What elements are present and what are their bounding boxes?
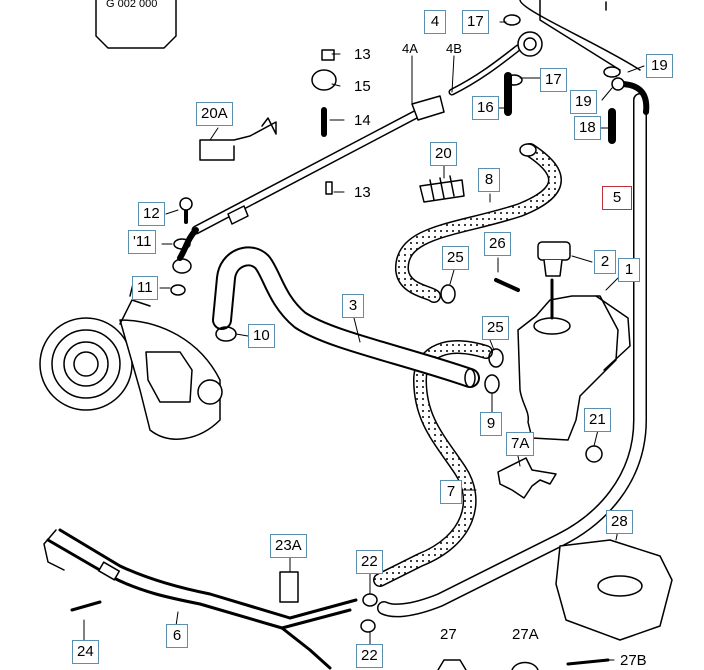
callout-11[interactable]: 11	[132, 276, 158, 300]
bracket-7a	[497, 457, 557, 499]
callout-12[interactable]: 12	[138, 202, 165, 226]
callout-25-upper[interactable]: 25	[442, 246, 469, 270]
label-27: 27	[440, 626, 457, 643]
bracket-20a	[199, 117, 277, 161]
suction-hose-3	[212, 246, 480, 388]
callout-6[interactable]: 6	[166, 624, 188, 648]
cooler-pipe-6	[43, 528, 358, 670]
callout-19-top[interactable]: 19	[646, 54, 673, 78]
callout-21[interactable]: 21	[584, 408, 611, 432]
callout-20[interactable]: 20	[430, 142, 457, 166]
callout-19-mid[interactable]: 19	[570, 90, 597, 114]
part-27-shape	[437, 659, 467, 670]
hardware-13-15	[311, 49, 337, 195]
label-27a: 27A	[512, 626, 539, 643]
callout-24[interactable]: 24	[72, 640, 99, 664]
label-14: 14	[354, 112, 371, 129]
clip-20	[419, 175, 465, 203]
callout-9[interactable]: 9	[480, 412, 502, 436]
callout-23a[interactable]: 23A	[270, 534, 307, 558]
bolt-26	[494, 278, 520, 292]
callout-22-lower[interactable]: 22	[356, 644, 383, 668]
return-line-5	[377, 77, 650, 618]
clamp-9	[484, 374, 500, 394]
callout-4[interactable]: 4	[424, 10, 446, 34]
label-13-top: 13	[354, 46, 371, 63]
label-13-bottom: 13	[354, 184, 371, 201]
label-4b: 4B	[446, 41, 462, 56]
callout-26[interactable]: 26	[484, 232, 511, 256]
callout-2[interactable]: 2	[594, 250, 616, 274]
callout-10[interactable]: 10	[248, 324, 275, 348]
reference-box	[95, 0, 177, 49]
bolt-24	[70, 600, 102, 612]
callout-22-upper[interactable]: 22	[356, 550, 383, 574]
callout-11-alt[interactable]: '11	[128, 230, 157, 254]
callout-17-mid[interactable]: 17	[540, 68, 567, 92]
callout-5[interactable]: 5	[602, 186, 632, 210]
hose-8	[395, 143, 562, 303]
cover-28	[555, 539, 673, 641]
clamp-22-upper	[362, 593, 378, 607]
fittings-top-right	[503, 14, 621, 144]
fittings-11-12	[170, 197, 193, 296]
callout-25-lower[interactable]: 25	[482, 316, 509, 340]
connector-23a	[279, 571, 299, 603]
clamp-25-upper	[440, 284, 456, 304]
part-27a-shape	[511, 661, 539, 670]
label-15: 15	[354, 78, 371, 95]
callout-3[interactable]: 3	[342, 294, 364, 318]
part-27b-shape	[566, 658, 610, 666]
callout-8[interactable]: 8	[478, 168, 500, 192]
callout-7[interactable]: 7	[440, 480, 462, 504]
diagram-reference-code: G 002 000	[106, 0, 158, 10]
clamp-22-lower	[360, 619, 376, 633]
reservoir-1	[517, 241, 631, 463]
label-27b: 27B	[620, 652, 647, 669]
pressure-line-4	[177, 31, 543, 261]
callout-17-top[interactable]: 17	[462, 10, 489, 34]
callout-1[interactable]: 1	[618, 258, 640, 282]
power-steering-pump	[39, 279, 223, 440]
callout-20a[interactable]: 20A	[196, 102, 233, 126]
callout-16[interactable]: 16	[472, 96, 499, 120]
clamp-25-lower	[488, 348, 504, 368]
callout-18[interactable]: 18	[574, 116, 601, 140]
callout-7a[interactable]: 7A	[506, 432, 535, 456]
callout-28[interactable]: 28	[606, 510, 633, 534]
hose-7	[373, 340, 493, 587]
upper-return-line	[539, 0, 621, 71]
label-4a: 4A	[402, 41, 418, 56]
leader-lines	[83, 21, 645, 661]
